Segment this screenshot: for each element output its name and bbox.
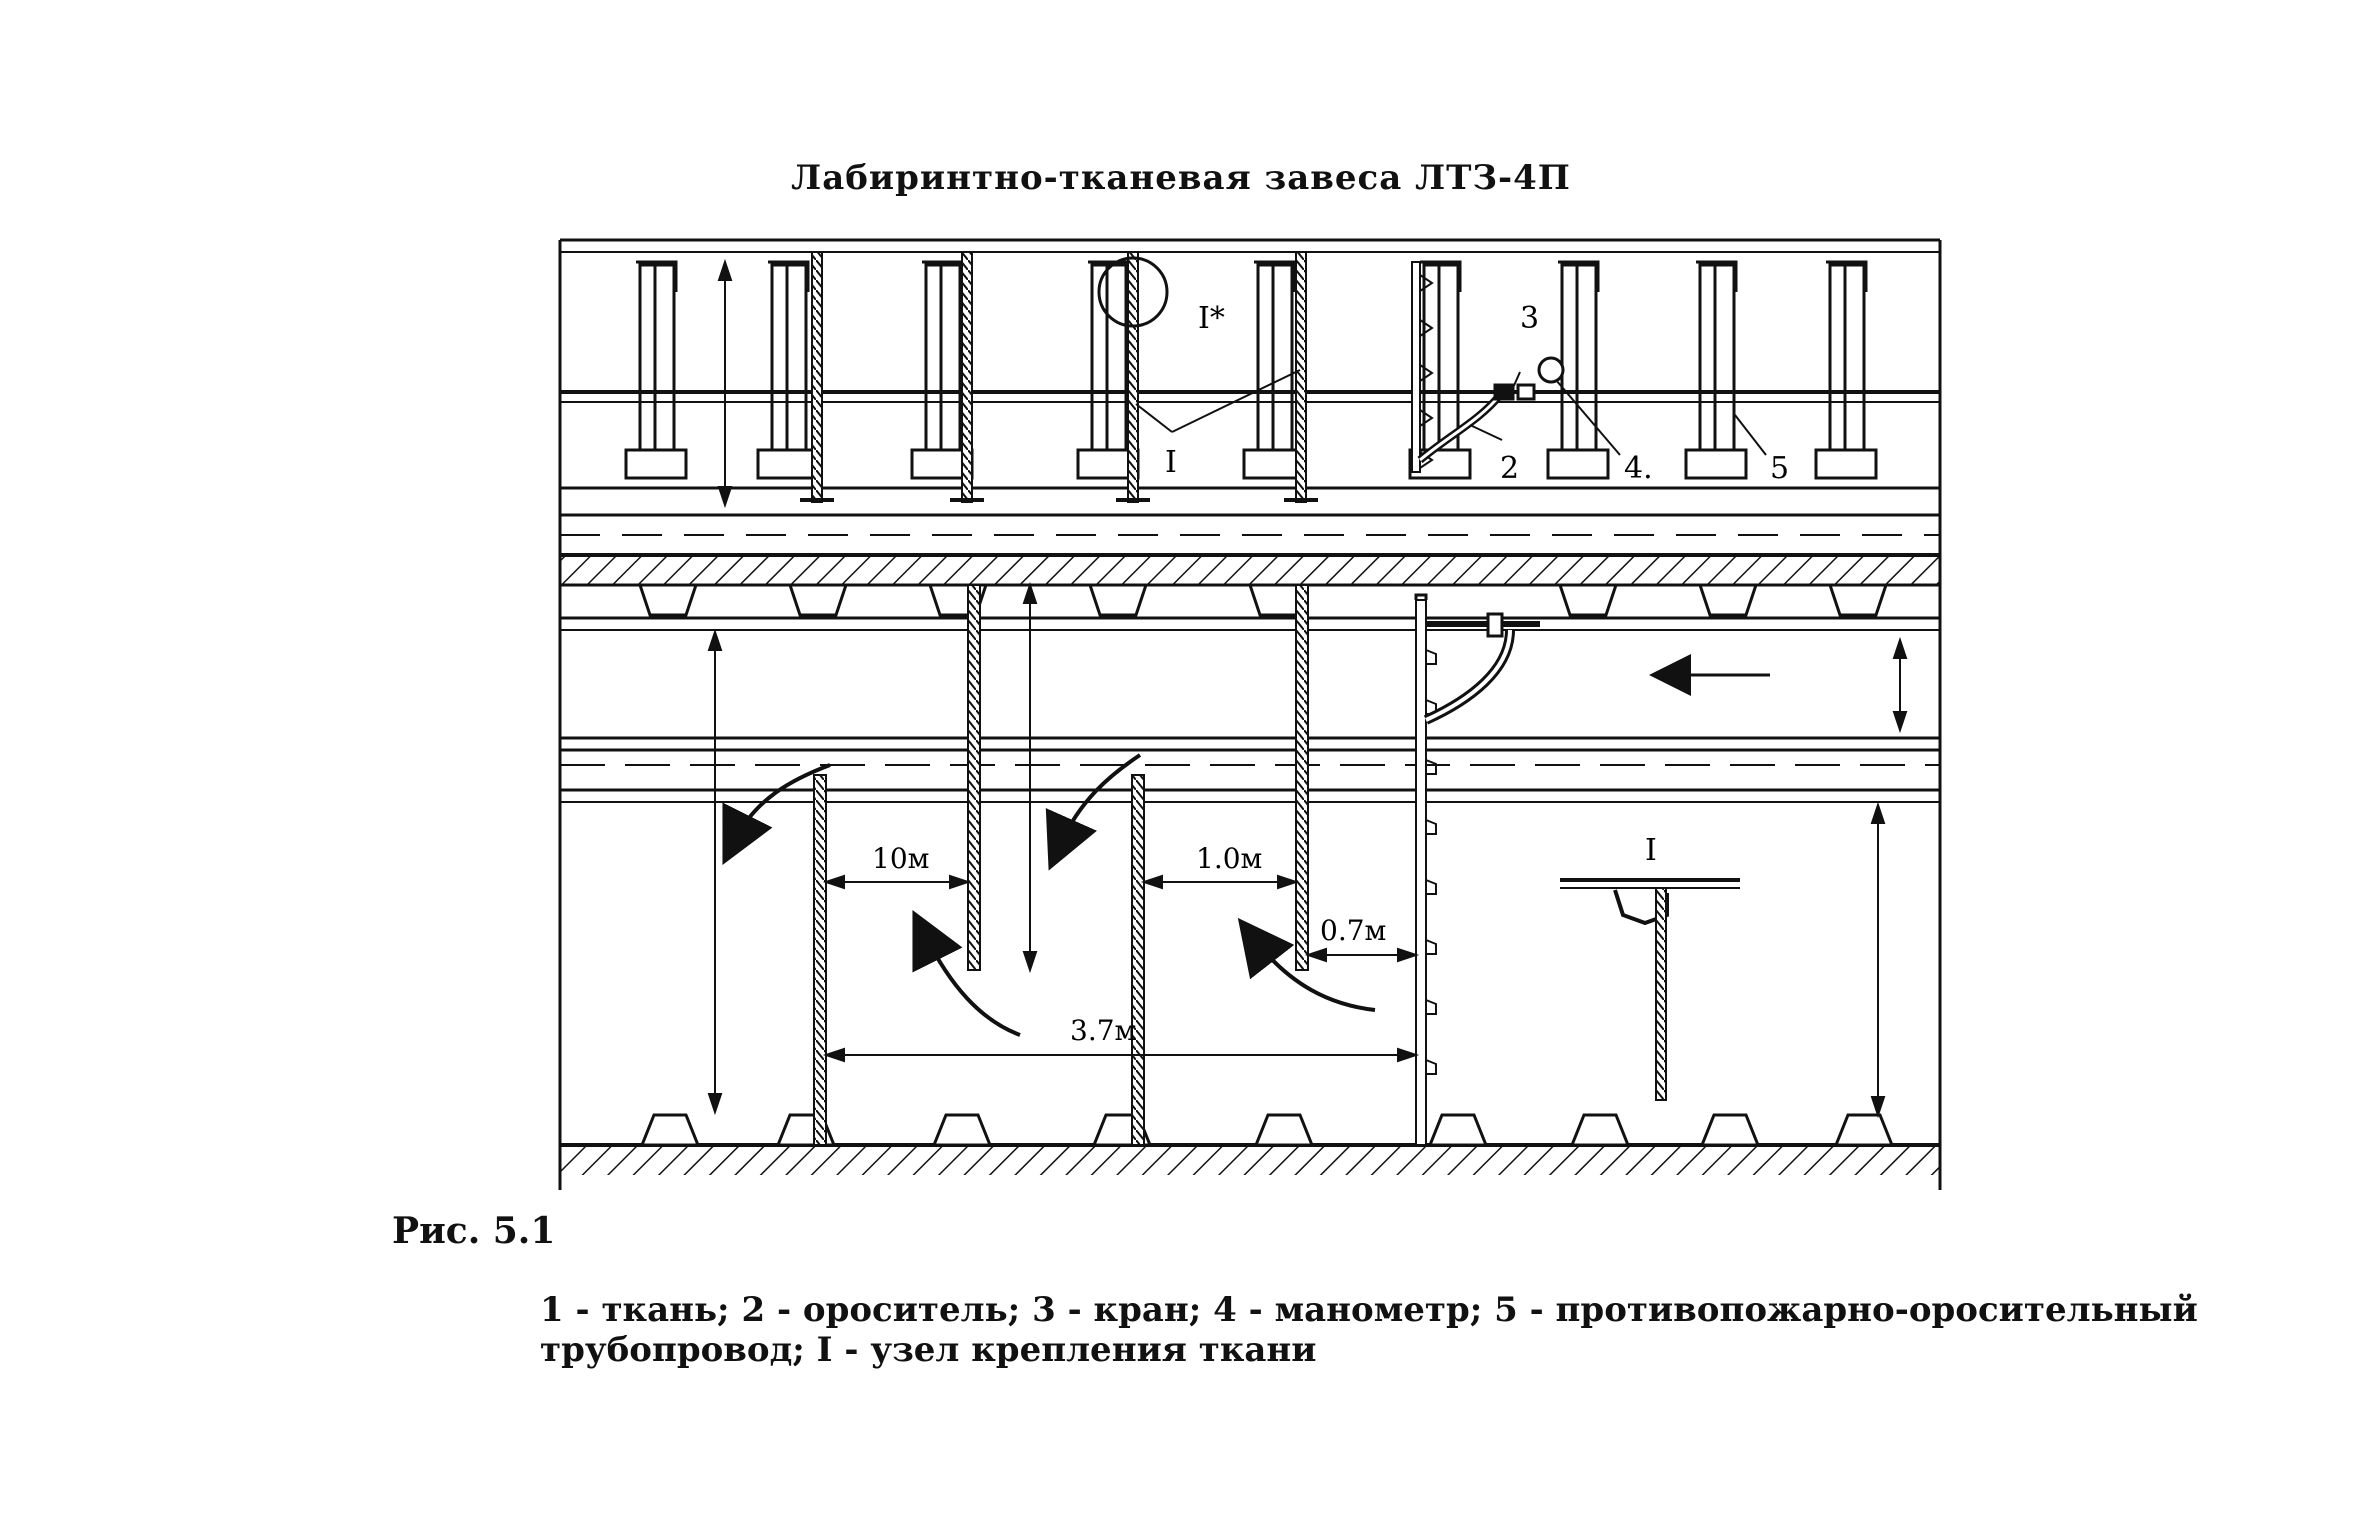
plan-fabric-strips — [800, 251, 1434, 503]
section-view — [560, 616, 1940, 1175]
plan-pipe-fittings — [1417, 356, 1565, 464]
node-ref-label: I* — [1198, 301, 1225, 336]
dimension-3-7m: 3.7м — [1070, 1014, 1136, 1047]
callout-1: I — [1165, 445, 1177, 480]
plan-view — [558, 238, 1942, 1190]
legend: 1 - ткань; 2 - ороситель; 3 - кран; 4 - … — [540, 1290, 2240, 1370]
plan-posts — [624, 260, 1878, 480]
legend-line-1: 1 - ткань; 2 - ороситель; 3 - кран; 4 - … — [540, 1290, 2198, 1330]
figure-label: Рис. 5.1 — [392, 1210, 556, 1252]
detail-node-i — [1560, 878, 1740, 1101]
section-dimensions — [707, 581, 1908, 1119]
callout-leaders — [1135, 369, 1767, 456]
airflow-arrows — [722, 654, 1770, 1037]
callout-4: 4. — [1624, 451, 1653, 486]
dimension-1-0m: 1.0м — [1196, 842, 1262, 875]
plan-height-dimension — [717, 258, 733, 509]
dimension-10m: 10м — [872, 842, 929, 875]
callout-5: 5 — [1770, 451, 1789, 486]
node-i-circle — [1097, 256, 1169, 328]
plan-sleepers — [637, 583, 1889, 617]
section-sleepers — [639, 1113, 1895, 1147]
diagram-title: Лабиринтно-тканевая завеса ЛТЗ-4П — [791, 158, 1571, 198]
callout-3: 3 — [1520, 301, 1539, 336]
legend-line-2: трубопровод; I - узел крепления ткани — [540, 1330, 1317, 1370]
dimension-0-7m: 0.7м — [1320, 914, 1386, 947]
callout-2: 2 — [1500, 451, 1519, 486]
section-curtains — [813, 584, 1437, 1146]
detail-label: I — [1645, 833, 1657, 868]
section-pipe — [1414, 593, 1540, 725]
